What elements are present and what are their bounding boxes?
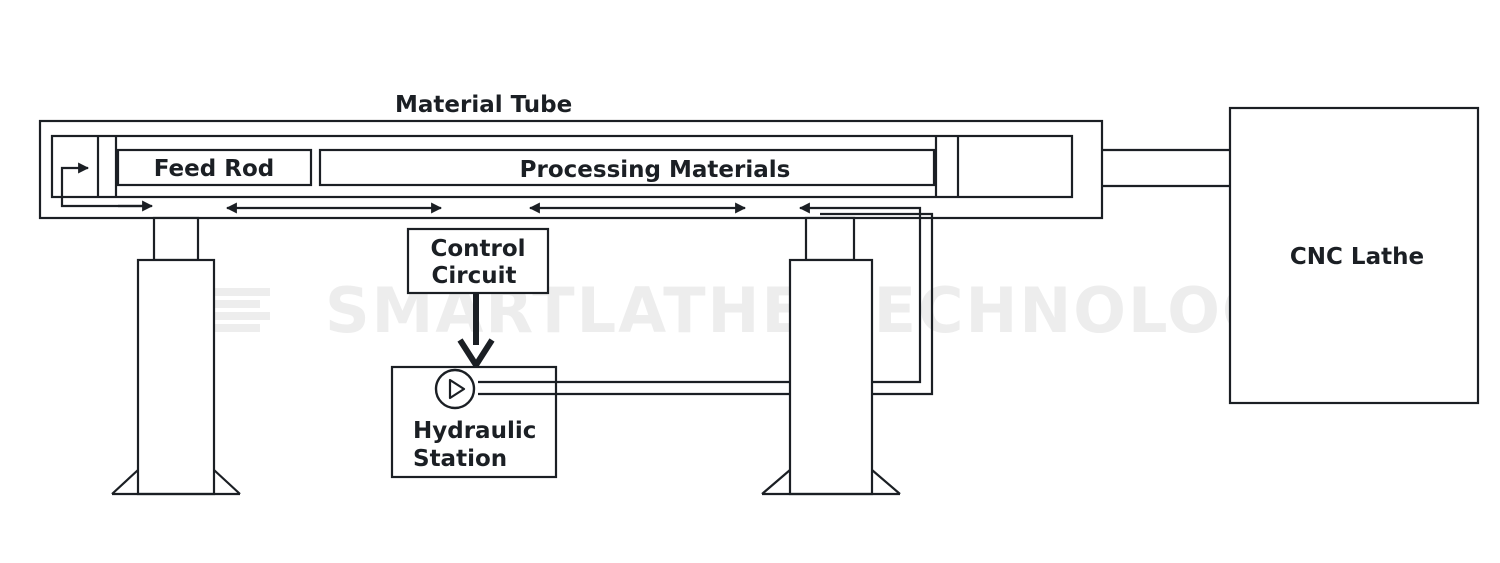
left-support-column [136,258,216,496]
pump-icon [434,368,476,410]
material-tube-label: Material Tube [395,92,572,118]
control-circuit-label-line1: Control [430,236,525,262]
processing-materials-label: Processing Materials [520,157,791,183]
hydraulic-line-outer [478,202,922,384]
hydraulic-station-label-line2: Station [413,446,507,472]
right-support-base [761,469,901,496]
right-support-neck [804,216,856,262]
cnc-lathe [1228,106,1480,405]
return-flow-arrow [60,162,150,208]
left-support-neck [152,216,200,262]
hydraulic-station [390,365,558,479]
inner-tube [50,134,1074,199]
watermark: SMARTLATHE TECHNOLOGY [140,274,1318,347]
processing-materials [318,148,936,187]
cnc-lathe-label: CNC Lathe [1290,244,1424,270]
control-signal-arrowhead [457,338,495,368]
left-support-base [111,469,241,496]
control-circuit-label-line2: Circuit [432,263,517,289]
hydraulic-line-inner [478,212,934,396]
feed-rod-label: Feed Rod [154,156,274,182]
right-support-column [788,258,874,496]
feed-rod [116,148,313,187]
hydraulic-station-label-line1: Hydraulic [413,418,536,444]
